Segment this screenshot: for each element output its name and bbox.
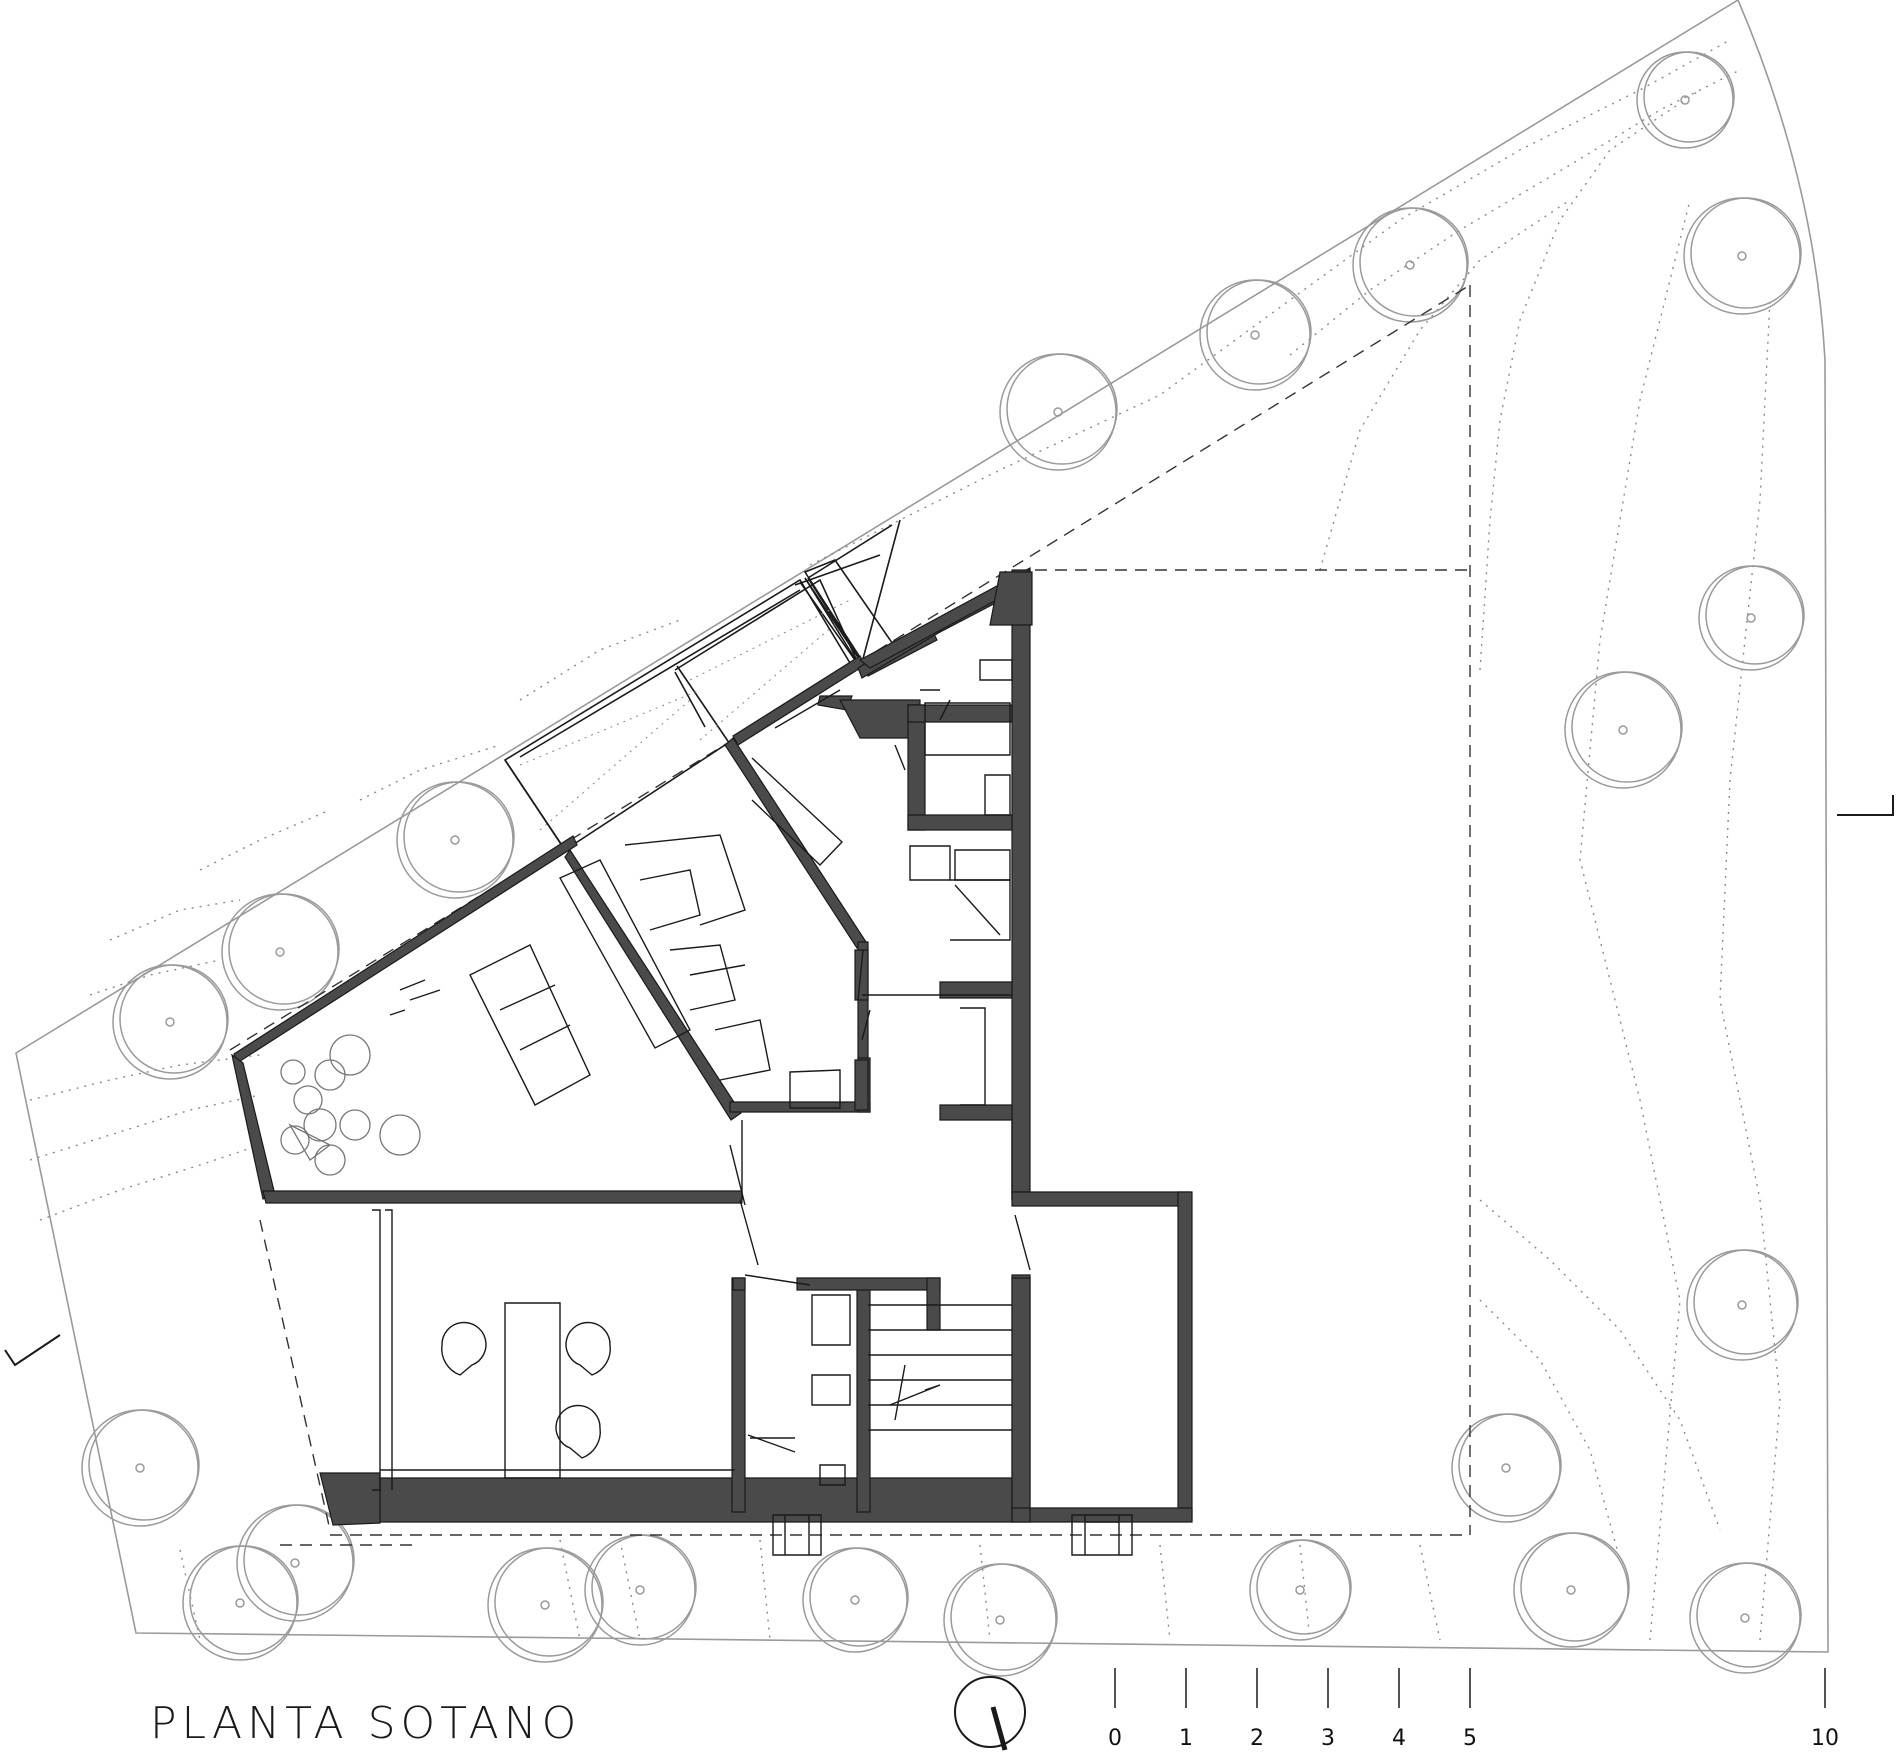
interior-fixtures xyxy=(372,659,1133,1556)
tree-icon xyxy=(802,1547,909,1653)
wall-segment xyxy=(231,1053,276,1200)
scale-label: 1 xyxy=(1179,1726,1193,1751)
tree-icon xyxy=(221,893,340,1011)
wall-segment xyxy=(939,1104,1013,1121)
wall-segment xyxy=(854,949,869,1001)
tree-icon xyxy=(1683,197,1802,315)
tree-icon xyxy=(182,1545,299,1661)
site-boundary xyxy=(15,0,1829,1653)
section-marker-icon xyxy=(4,795,1894,1367)
tree-icon xyxy=(1689,1562,1802,1674)
walls xyxy=(231,566,1193,1526)
wall-segment xyxy=(907,704,1013,723)
wall-segment xyxy=(564,848,742,1121)
tree-icon xyxy=(1564,671,1683,789)
wall-segment xyxy=(989,571,1033,626)
tree-icon xyxy=(1513,1532,1630,1648)
trees xyxy=(81,51,1805,1677)
scale-label: 4 xyxy=(1392,1726,1406,1751)
tree-icon xyxy=(1352,207,1469,323)
tree-icon xyxy=(396,781,515,899)
tree-icon xyxy=(1249,1539,1352,1641)
drum-kit xyxy=(280,1034,421,1176)
scale-label: 0 xyxy=(1108,1726,1122,1751)
tree-icon xyxy=(1698,565,1805,671)
page-title: PLANTA SOTANO xyxy=(150,1698,582,1749)
wall-segment xyxy=(732,1277,746,1291)
tree-icon xyxy=(81,1409,200,1527)
tree-icon xyxy=(1686,1249,1799,1361)
dining-chairs xyxy=(441,1321,611,1459)
tree-icon xyxy=(1199,279,1312,391)
tree-icon xyxy=(999,353,1118,471)
wall-segment xyxy=(939,981,1013,999)
wall-segment xyxy=(926,1277,941,1331)
light-well-diagonals xyxy=(519,599,851,831)
wall-segment xyxy=(371,1477,1013,1523)
wall-segment xyxy=(1177,1191,1193,1521)
wall-segment xyxy=(729,1101,871,1113)
wall-segment xyxy=(907,704,926,831)
scale-label: 2 xyxy=(1250,1726,1264,1751)
scale-label: 3 xyxy=(1321,1726,1335,1751)
wall-segment xyxy=(262,1190,743,1204)
wall-segment xyxy=(854,1059,869,1111)
tree-icon xyxy=(236,1504,355,1622)
topography-contours xyxy=(29,39,1781,1641)
wall-segment xyxy=(319,1472,381,1526)
wall-segment xyxy=(1011,1277,1031,1509)
scale-bar: 0 1 2 3 4 5 10 xyxy=(1108,1668,1839,1751)
tree-icon xyxy=(112,964,229,1080)
wall-segment xyxy=(731,1277,746,1513)
wall-segment xyxy=(796,1277,941,1291)
wall-segment xyxy=(1011,1191,1191,1207)
wall-segment xyxy=(732,655,866,746)
wall-segment xyxy=(1011,569,1031,1193)
setback-lines xyxy=(229,284,1471,1546)
wall-segment xyxy=(856,1287,871,1513)
scale-label: 5 xyxy=(1463,1726,1477,1751)
tree-icon xyxy=(487,1547,604,1663)
wall-segment xyxy=(907,814,1013,831)
tree-icon xyxy=(1451,1413,1562,1523)
scale-label: 10 xyxy=(1811,1726,1839,1751)
north-arrow-icon xyxy=(954,1676,1026,1751)
wall-segment xyxy=(724,737,867,949)
tree-icon xyxy=(1636,51,1735,149)
tree-icon xyxy=(943,1563,1058,1677)
